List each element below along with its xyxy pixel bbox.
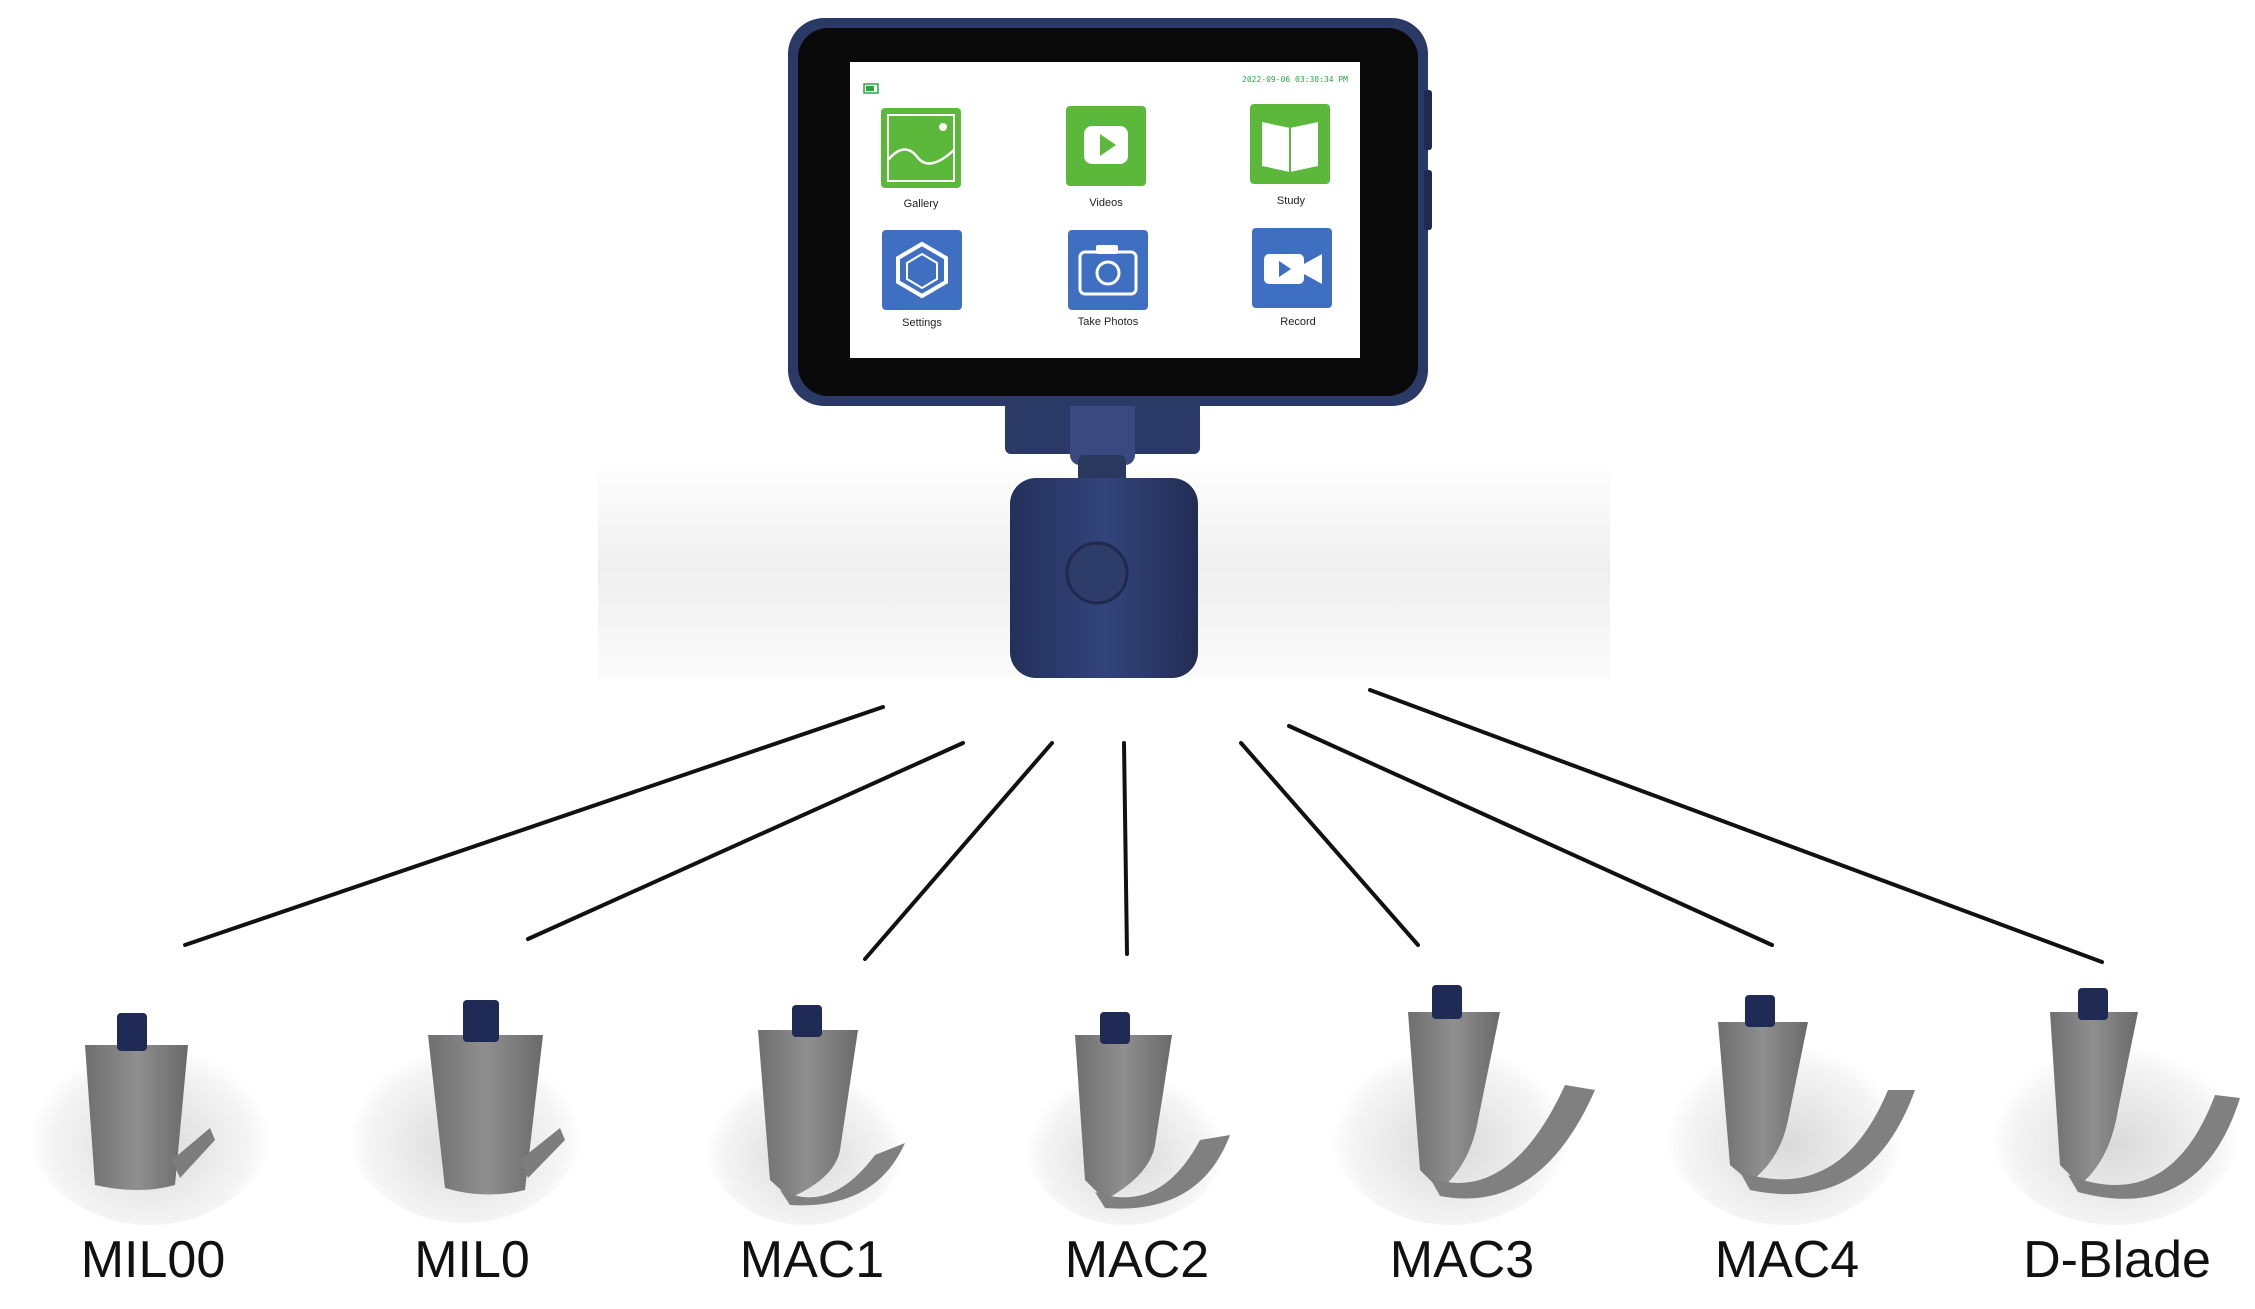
monitor-screen: 2022-09-06 03:30:34 PM Gallery Videos [850, 62, 1360, 358]
play-video-icon [1084, 126, 1128, 164]
blade-connector [117, 1013, 147, 1051]
app-label-settings: Settings [902, 317, 942, 329]
blade-tip [1740, 1090, 1915, 1195]
blade-mil0 [347, 1000, 583, 1223]
blade-tip [520, 1128, 565, 1178]
blade-body [428, 1035, 543, 1195]
blade-label-mac4: MAC4 [1714, 1231, 1860, 1289]
app-record[interactable]: Record [1252, 228, 1332, 328]
blade-d-blade [1990, 988, 2240, 1225]
blade-tip [780, 1143, 905, 1206]
blade-label-mil0: MIL0 [414, 1231, 530, 1289]
app-study[interactable]: Study [1250, 104, 1330, 207]
battery-level [866, 86, 874, 91]
video-laryngoscope-monitor: 2022-09-06 03:30:34 PM Gallery Videos [788, 18, 1432, 678]
side-button [1424, 90, 1432, 150]
connector-line-d-blade [1368, 688, 2104, 964]
blade-body [758, 1030, 858, 1198]
blade-connector [1745, 995, 1775, 1027]
connector-line-mac1 [863, 741, 1054, 961]
take-photos-tile [1068, 230, 1148, 310]
blade-body [85, 1045, 188, 1190]
connector-line-mil00 [183, 705, 885, 947]
settings-hexagon-icon [896, 241, 948, 299]
app-settings[interactable]: Settings [882, 230, 962, 329]
status-time: 2022-09-06 03:30:34 PM [1242, 75, 1348, 84]
battery-icon [863, 83, 879, 94]
blade-connector [1100, 1012, 1130, 1044]
blade-label-mac2: MAC2 [1064, 1231, 1210, 1289]
blade-tip [1095, 1135, 1230, 1209]
app-label-take-photos: Take Photos [1078, 316, 1139, 328]
blade-tip [1430, 1085, 1595, 1199]
connector-line-mac2 [1122, 741, 1129, 956]
hinge-knuckle [1070, 395, 1135, 465]
blade-connector [1432, 985, 1462, 1019]
settings-tile [882, 230, 962, 310]
blade-connector [463, 1000, 499, 1042]
video-camera-icon [1264, 254, 1322, 284]
camera-icon [1078, 245, 1138, 296]
blade-tip [172, 1128, 215, 1178]
blade-mac3 [1330, 985, 1595, 1225]
blade-tip [2068, 1095, 2240, 1199]
app-label-study: Study [1277, 195, 1306, 207]
connector-line-mac4 [1287, 724, 1774, 947]
app-label-gallery: Gallery [904, 198, 939, 210]
blade-label-mac3: MAC3 [1389, 1231, 1535, 1289]
side-button [1424, 170, 1432, 230]
book-icon [1262, 122, 1318, 172]
blade-label-d-blade: D-Blade [2023, 1231, 2211, 1289]
blade-body [1408, 1012, 1500, 1190]
blade-connector [792, 1005, 822, 1037]
blade-label-mac1: MAC1 [739, 1231, 885, 1289]
connector-line-mac3 [1239, 741, 1420, 947]
blade-mac2 [1025, 1012, 1230, 1225]
app-take-photos[interactable]: Take Photos [1068, 230, 1148, 328]
connector-line-mil0 [526, 741, 965, 941]
blade-mac1 [705, 1005, 905, 1225]
blade-body [1718, 1022, 1808, 1182]
blade-label-mil00: MIL00 [80, 1231, 226, 1289]
app-label-record: Record [1280, 316, 1315, 328]
app-videos[interactable]: Videos [1066, 106, 1146, 209]
gallery-tile [881, 108, 961, 188]
connector-lines [183, 688, 2104, 964]
blade-connector [2078, 988, 2108, 1020]
blade-mil00 [28, 1013, 272, 1225]
power-button [1065, 541, 1129, 605]
app-gallery[interactable]: Gallery [881, 108, 961, 210]
blade-mac4 [1665, 995, 1915, 1225]
app-label-videos: Videos [1089, 197, 1123, 209]
blade-body [2050, 1012, 2138, 1185]
blade-body [1075, 1035, 1172, 1200]
gallery-icon [887, 114, 955, 182]
